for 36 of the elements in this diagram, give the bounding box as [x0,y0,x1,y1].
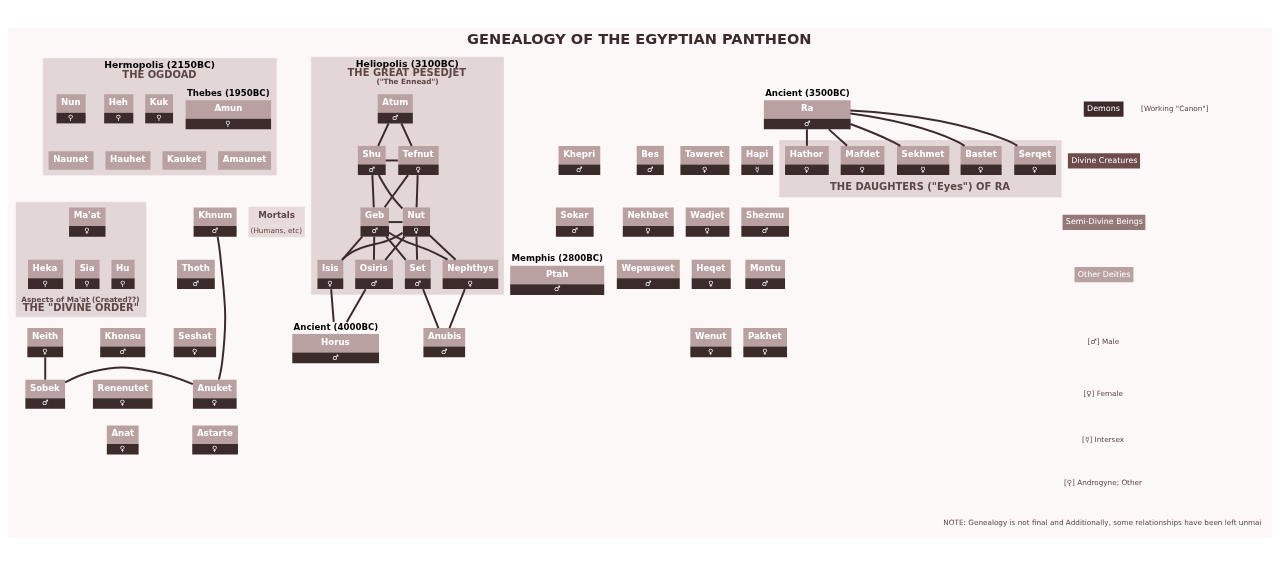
connector [44,356,47,381]
node-label: Thebes (1950BC) [186,87,270,98]
connector [415,174,419,209]
node-label: Ancient (3500BC) [765,87,850,98]
node-label: Heliopolis (3100BC) [355,57,459,69]
diagram-title: GENEALOGY OF THE EGYPTIAN PANTHEON [467,30,812,48]
connector [372,235,376,261]
node-box: Hauhet [105,151,151,170]
connector [400,122,413,147]
connector [330,288,335,323]
connector [448,288,466,329]
connector [387,221,404,224]
node-label: Memphis (2800BC) [511,253,603,264]
connector [340,231,404,261]
connector [377,174,404,210]
connector [371,174,375,209]
connector [387,231,449,261]
connector [849,109,1019,147]
connector [849,112,966,147]
connector [384,159,399,162]
node-label: Ancient (4000BC) [293,321,379,332]
connector [422,288,440,329]
connector [216,235,227,381]
node-box: Naunet [48,151,94,170]
node-label: Hermopolis (2150BC) [104,58,216,70]
connector [415,235,419,261]
connector [428,234,457,261]
connector [849,123,902,147]
connector [377,122,390,147]
node-box: Amaunet [218,151,272,170]
connector [383,174,409,209]
node-box: Kauket [162,151,207,170]
connector [827,128,849,147]
connector [64,366,194,386]
connector [805,128,808,147]
connector [345,288,367,323]
